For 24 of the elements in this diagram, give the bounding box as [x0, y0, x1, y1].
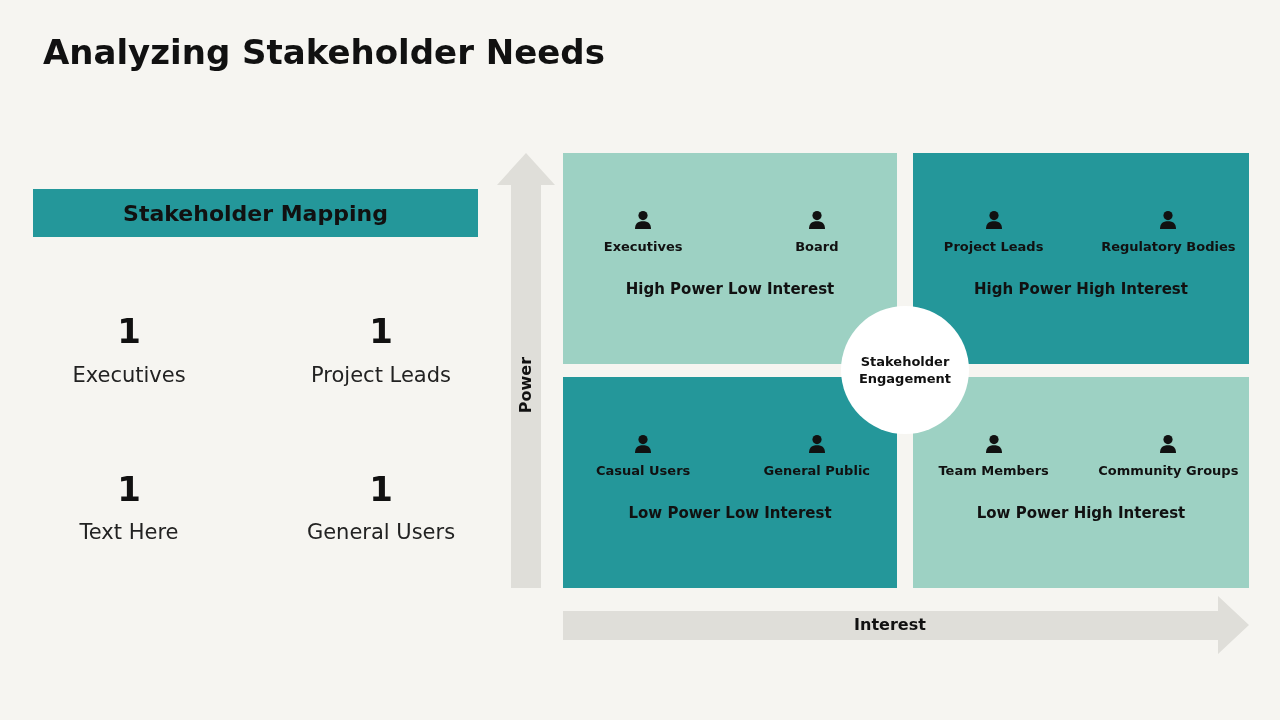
stat-value: 1: [117, 470, 141, 510]
quadrant-label: Low Power High Interest: [976, 503, 1186, 523]
stakeholder-name: Casual Users: [596, 462, 691, 479]
stat-label: Text Here: [79, 519, 179, 545]
quadrant-label: High Power Low Interest: [625, 279, 835, 299]
stat-label: Project Leads: [311, 362, 451, 388]
quadrant-label: Low Power Low Interest: [628, 503, 832, 523]
stakeholder-name: Executives: [603, 238, 683, 255]
axis-label: Interest: [854, 615, 926, 635]
stat-label: Executives: [72, 362, 186, 388]
stat-value: 1: [369, 312, 393, 352]
section-header: Stakeholder Mapping: [33, 189, 478, 237]
axis-label: Power: [516, 356, 536, 414]
stat-value: 1: [117, 312, 141, 352]
stat-value: 1: [369, 470, 393, 510]
stakeholder-name: General Public: [763, 462, 871, 479]
stat-label: General Users: [306, 519, 456, 545]
quadrant-label: High Power High Interest: [974, 279, 1188, 299]
stakeholder-name: Team Members: [938, 462, 1049, 479]
stakeholder-name: Community Groups: [1098, 462, 1239, 479]
stakeholder-name: Project Leads: [943, 238, 1044, 255]
stakeholder-name: Regulatory Bodies: [1101, 238, 1236, 255]
stakeholder-name: Board: [795, 238, 839, 255]
slide-title: Analyzing Stakeholder Needs: [43, 31, 605, 74]
